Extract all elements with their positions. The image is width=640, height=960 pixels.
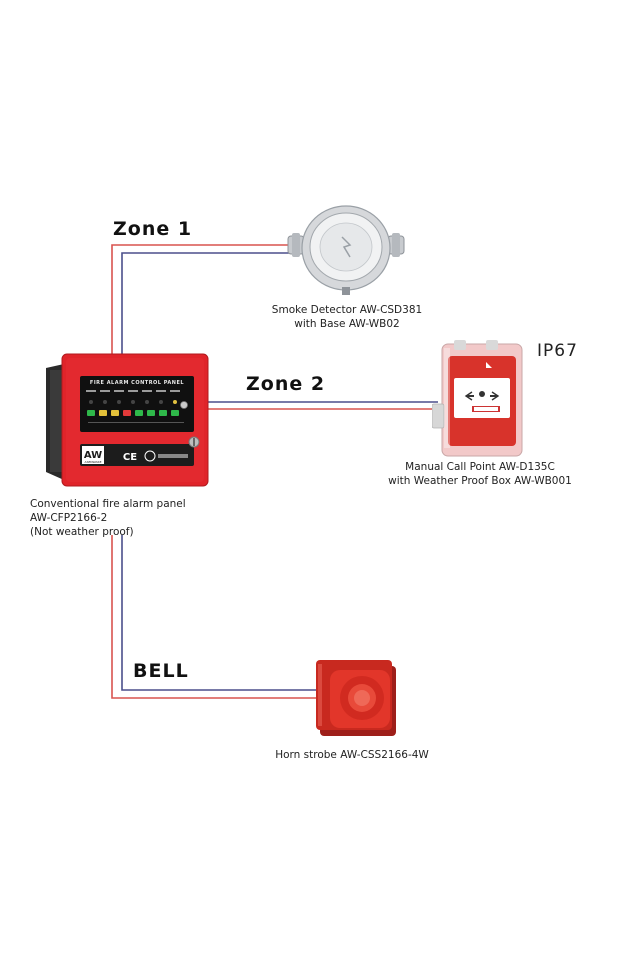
panel-logo: AW: [84, 450, 102, 461]
manual-call-point-image: [431, 340, 524, 458]
panel-display-title: FIRE ALARM CONTROL PANEL: [90, 380, 184, 386]
smoke-detector-image: [286, 203, 406, 298]
zone-2-label: Zone 2: [246, 373, 326, 395]
call-point-caption-line2: with Weather Proof Box AW-WB001: [388, 475, 572, 487]
horn-strobe-image: [316, 660, 406, 740]
smoke-detector-caption: Smoke Detector AW-CSD381 with Base AW-WB…: [262, 303, 432, 331]
horn-strobe-caption-line1: Horn strobe AW-CSS2166-4W: [275, 749, 429, 761]
horn-strobe-caption: Horn strobe AW-CSS2166-4W: [262, 748, 442, 762]
zone-1-wires: [111, 244, 292, 358]
panel-caption-line1: Conventional fire alarm panel: [30, 498, 186, 510]
smoke-detector-caption-line2: with Base AW-WB02: [294, 318, 400, 330]
smoke-detector-caption-line1: Smoke Detector AW-CSD381: [271, 304, 423, 316]
ip67-rating: IP67: [537, 341, 578, 361]
panel-logo-sub: ASENWARE: [85, 460, 102, 464]
bell-wires: [111, 535, 318, 699]
bell-label: BELL: [133, 660, 189, 682]
zone-1-label: Zone 1: [113, 218, 193, 240]
panel-caption-line3: (Not weather proof): [30, 526, 134, 538]
zone-2-wires: [208, 401, 438, 410]
panel-caption-line2: AW-CFP2166-2: [30, 512, 108, 524]
call-point-caption: Manual Call Point AW-D135C with Weather …: [370, 460, 590, 488]
fire-alarm-panel-image: FIRE ALARM CONTROL PANEL AW: [44, 352, 210, 490]
call-point-caption-line1: Manual Call Point AW-D135C: [405, 461, 555, 473]
ce-mark: CE: [123, 452, 137, 463]
panel-caption: Conventional fire alarm panel AW-CFP2166…: [30, 497, 230, 539]
